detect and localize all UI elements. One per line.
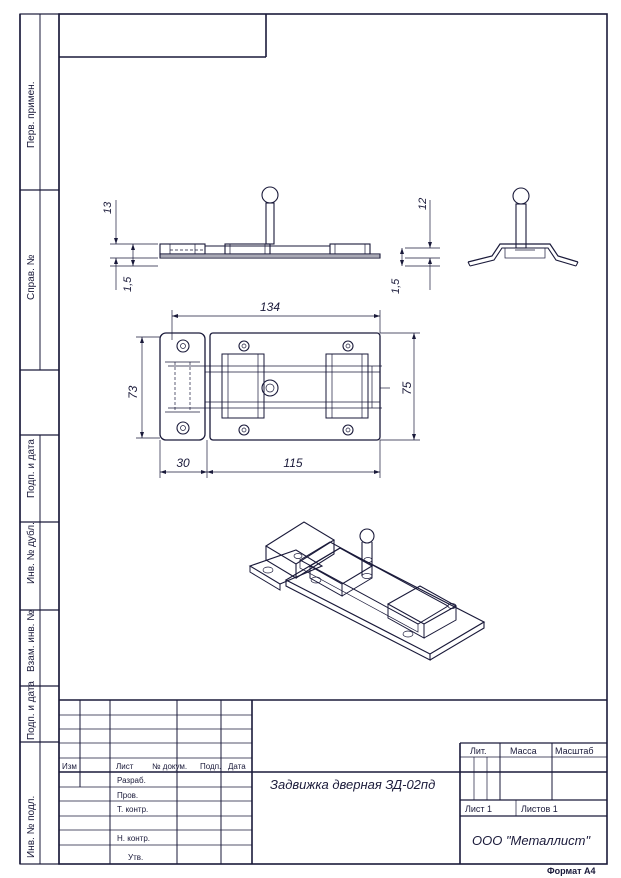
side-label-inv-dubl: Инв. № дубл. [25,522,37,584]
dim-left-width: 30 [176,456,190,470]
tb-row-tkontr: Т. контр. [117,805,148,814]
side-label-sprav-no: Справ. № [26,254,37,300]
tb-masshtab: Масштаб [555,746,594,756]
dim-plate-height: 75 [400,381,414,395]
tb-col-podp: Подп. [200,762,221,771]
front-view-dimensions [136,310,420,478]
dim-top-height: 13 [102,201,114,214]
tb-lit: Лит. [470,746,487,756]
tb-massa: Масса [510,746,537,756]
dim-top-thickness: 1,5 [122,276,134,292]
side-label-vzam-inv: Взам. инв. № [26,610,37,672]
isometric-view [248,521,486,661]
sheet-frame [58,13,608,865]
tb-row-razrab: Разраб. [117,776,146,785]
side-label-inv-podl: Инв. № подл. [26,796,37,858]
tb-col-list: Лист [116,762,134,771]
tb-company: ООО "Металлист" [472,833,591,848]
tb-sheet: Лист 1 [465,804,492,814]
front-view [159,332,390,441]
top-view [159,186,381,259]
tb-row-utv: Утв. [128,853,143,862]
tb-col-data: Дата [228,762,246,771]
tb-row-prov: Пров. [117,791,138,800]
side-label-podp-data-1: Подп. и дата [26,439,37,498]
side-strip [19,13,60,865]
dim-right-height: 12 [417,198,429,210]
top-view-dimensions [110,200,158,290]
tb-format: Формат А4 [547,866,596,876]
title-block-lines [59,699,607,864]
tb-col-izm: Изм [62,762,77,771]
tb-col-ndokum: № докум. [152,762,187,771]
side-label-perv-primen: Перв. примен. [26,82,37,148]
dim-overall-length: 134 [260,300,280,314]
tb-row-nkontr: Н. контр. [117,834,150,843]
dim-right-thickness: 1,5 [390,278,402,294]
tb-sheets: Листов 1 [521,804,558,814]
tb-designation: Задвижка дверная ЗД-02пд [270,777,435,792]
dim-overall-height: 73 [126,385,140,399]
end-view [467,187,579,267]
side-label-podp-data-2: Подп. и дата [26,681,37,740]
end-view-dimensions [400,200,440,290]
dim-right-width: 115 [283,456,302,470]
